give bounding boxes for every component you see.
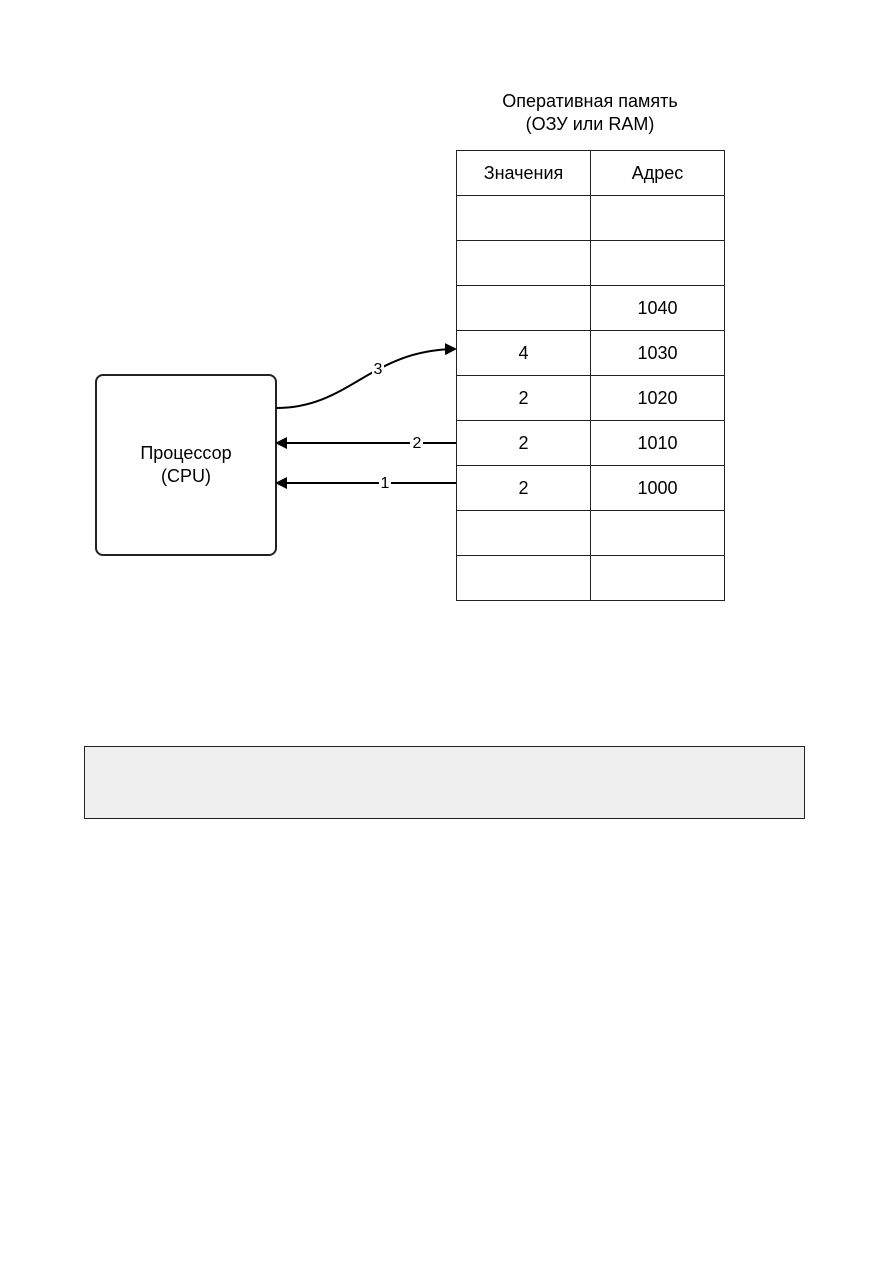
memory-address: 1020 [590,375,725,421]
ram-title: Оперативная память (ОЗУ или RAM) [440,90,740,136]
cpu-label-line2: (CPU) [161,466,211,486]
memory-row [456,555,725,601]
memory-value: 4 [456,330,591,376]
memory-address: 1030 [590,330,725,376]
note-box [84,746,805,819]
memory-row: 4 1030 [456,330,725,376]
memory-value [456,510,591,556]
read-arrow-second-label: 2 [413,435,422,452]
memory-value: 2 [456,375,591,421]
memory-row [456,510,725,556]
memory-row: 2 1000 [456,465,725,511]
ram-title-line1: Оперативная память [502,91,678,111]
cpu-box: Процессор (CPU) [95,374,277,556]
memory-address: 1000 [590,465,725,511]
memory-address [590,555,725,601]
write-arrow-label: 3 [374,361,383,378]
memory-address [590,240,725,286]
ram-title-line2: (ОЗУ или RAM) [525,114,655,134]
memory-row [456,195,725,241]
memory-address: 1010 [590,420,725,466]
values-column-header: Значения [456,150,591,196]
memory-value: 2 [456,465,591,511]
read-arrow-first-label-bg [379,473,391,491]
read-arrow-second-label-bg [410,433,423,451]
write-arrow-label-bg [372,359,384,375]
memory-row: 2 1020 [456,375,725,421]
ram-table: Значения Адрес 1040 4 1030 2 [456,150,725,601]
memory-value: 2 [456,420,591,466]
memory-address [590,195,725,241]
read-arrow-first-label: 1 [381,475,390,492]
memory-row [456,240,725,286]
memory-row: 2 1010 [456,420,725,466]
cpu-label-line1: Процессор [140,443,232,463]
write-arrow [275,343,457,409]
